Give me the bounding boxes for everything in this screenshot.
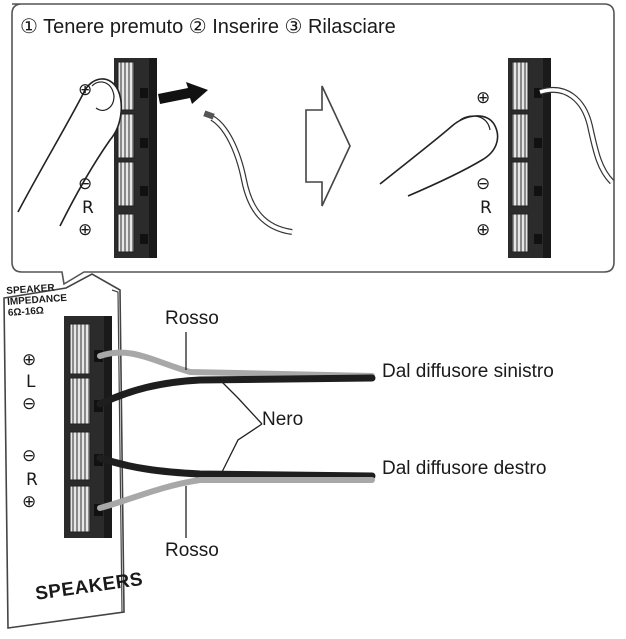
inset-wire-inserted (539, 87, 615, 185)
right-speaker-cable (96, 454, 376, 511)
red-wire-label-top: Rosso (165, 308, 219, 329)
steps-caption: ① Tenere premuto ② Inserire ③ Rilasciare (20, 16, 396, 38)
right-speaker-label: Dal diffusore destro (382, 458, 547, 479)
insert-arrow-icon (158, 82, 208, 104)
inset-left-terminal-block (114, 58, 157, 258)
terminal-right-plus: ⊕ (22, 492, 37, 512)
finger-released-icon (379, 115, 499, 197)
inset-right-plus: ⊕ (476, 88, 491, 108)
finger-pressing-icon (17, 78, 123, 227)
left-speaker-label: Dal diffusore sinistro (382, 361, 554, 382)
red-wire-label-bottom: Rosso (165, 540, 219, 561)
terminal-right-minus: ⊖ (22, 446, 37, 466)
left-speaker-cable (96, 349, 376, 408)
inset-right-minus: ⊖ (476, 174, 491, 194)
terminal-right-label: R (26, 470, 38, 490)
step-transition-arrow-icon (305, 85, 351, 207)
terminal-left-label: L (26, 372, 36, 392)
inset-left-plus: ⊕ (78, 80, 93, 100)
speaker-impedance-label: SPEAKER IMPEDANCE 6Ω-16Ω (6, 281, 78, 319)
inset-left-plus-2: ⊕ (78, 220, 93, 240)
label-leader-lines (185, 332, 263, 538)
terminal-left-plus: ⊕ (22, 350, 37, 370)
black-wire-label: Nero (262, 409, 304, 430)
inset-left-r: R (82, 198, 94, 218)
speaker-terminal-block (64, 316, 112, 538)
inset-right-r: R (480, 198, 492, 218)
inset-left-minus: ⊖ (78, 174, 93, 194)
inset-wire-being-inserted (203, 110, 293, 235)
terminal-left-minus: ⊖ (22, 394, 37, 414)
inset-right-plus-2: ⊕ (476, 220, 491, 240)
inset-right-terminal-block (508, 58, 551, 258)
